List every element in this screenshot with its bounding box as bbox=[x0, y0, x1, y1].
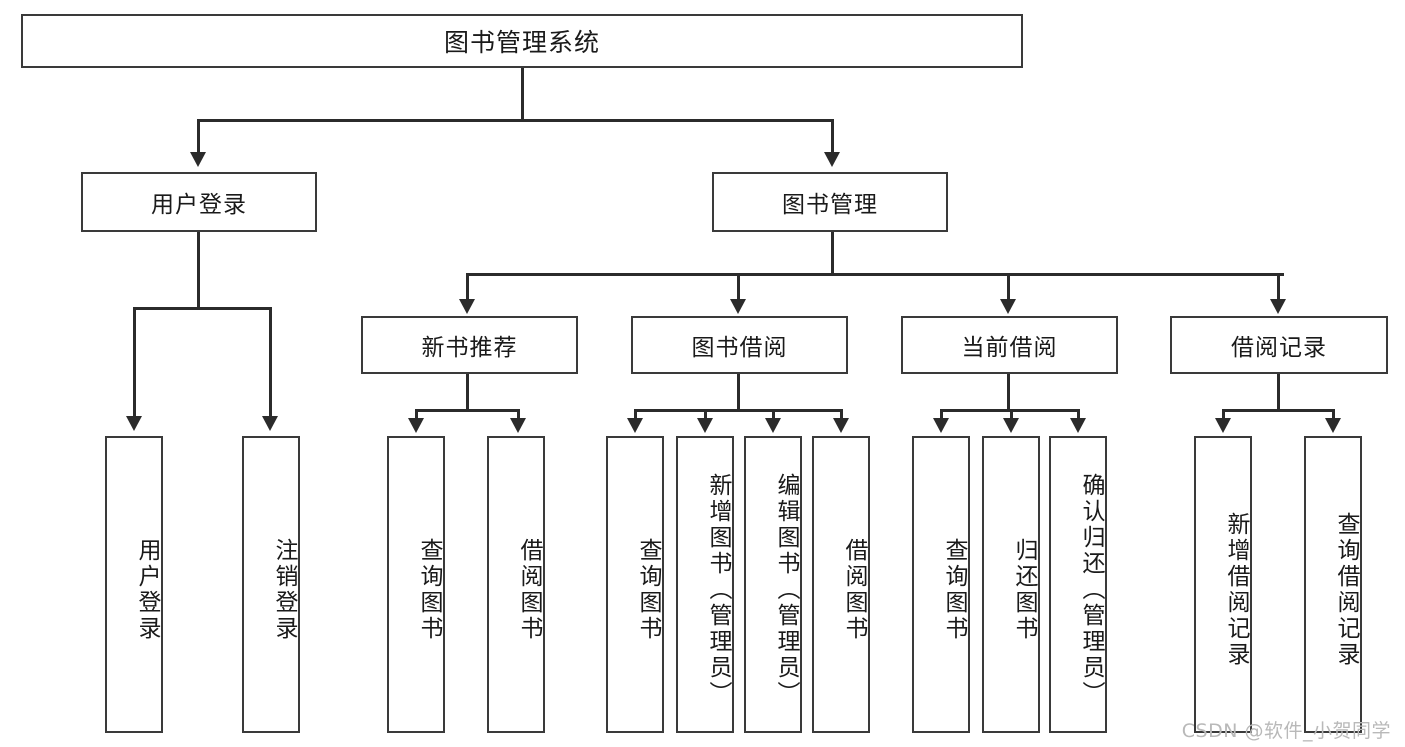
edge-book-borrow-stem bbox=[737, 374, 740, 410]
edge-borrow-records-stem bbox=[1277, 374, 1280, 410]
arrow-bb-leaf-4 bbox=[833, 418, 849, 433]
arrow-current-borrow bbox=[1000, 299, 1016, 314]
arrow-book-borrow bbox=[730, 299, 746, 314]
edge-drop-book-management bbox=[831, 119, 834, 155]
arrow-cb-leaf-3 bbox=[1070, 418, 1086, 433]
edge-drop-cb-leaf-2 bbox=[1010, 409, 1013, 421]
leaf-query-book-current[interactable]: 查询图书 bbox=[912, 436, 970, 733]
edge-drop-cb-leaf-3 bbox=[1077, 409, 1080, 421]
edge-current-borrow-bus bbox=[940, 409, 1079, 412]
edge-drop-leaf-user-login bbox=[133, 307, 136, 419]
edge-current-borrow-stem bbox=[1007, 374, 1010, 410]
leaf-add-borrow-record[interactable]: 新增借阅记录 bbox=[1194, 436, 1252, 733]
edge-borrow-records-bus bbox=[1222, 409, 1335, 412]
edge-level3-bus bbox=[466, 273, 1284, 276]
leaf-borrow-book-recommend[interactable]: 借阅图书 bbox=[487, 436, 545, 733]
arrow-br-leaf-1 bbox=[1215, 418, 1231, 433]
arrow-leaf-logout bbox=[262, 416, 278, 431]
arrow-nb-leaf-1 bbox=[408, 418, 424, 433]
node-root-book-management-system[interactable]: 图书管理系统 bbox=[21, 14, 1023, 68]
leaf-query-book-recommend[interactable]: 查询图书 bbox=[387, 436, 445, 733]
edge-drop-bb-leaf-2 bbox=[704, 409, 707, 421]
edge-level2-bus bbox=[197, 119, 833, 122]
leaf-add-book-admin[interactable]: 新增图书（管理员） bbox=[676, 436, 734, 733]
edge-user-login-stem bbox=[197, 232, 200, 308]
edge-drop-br-leaf-2 bbox=[1332, 409, 1335, 421]
arrow-leaf-user-login bbox=[126, 416, 142, 431]
leaf-user-login[interactable]: 用户登录 bbox=[105, 436, 163, 733]
edge-new-book-bus bbox=[415, 409, 519, 412]
edge-new-book-stem bbox=[466, 374, 469, 410]
node-user-login[interactable]: 用户登录 bbox=[81, 172, 317, 232]
node-current-borrow[interactable]: 当前借阅 bbox=[901, 316, 1118, 374]
edge-drop-user-login bbox=[197, 119, 200, 155]
leaf-logout[interactable]: 注销登录 bbox=[242, 436, 300, 733]
arrow-bb-leaf-1 bbox=[627, 418, 643, 433]
edge-root-stem bbox=[521, 68, 524, 120]
arrow-bb-leaf-3 bbox=[765, 418, 781, 433]
arrow-br-leaf-2 bbox=[1325, 418, 1341, 433]
edge-drop-nb-leaf-2 bbox=[517, 409, 520, 421]
edge-drop-new-book bbox=[466, 273, 469, 302]
edge-drop-bb-leaf-1 bbox=[634, 409, 637, 421]
node-borrow-records[interactable]: 借阅记录 bbox=[1170, 316, 1388, 374]
edge-book-borrow-bus bbox=[634, 409, 842, 412]
arrow-new-book-recommend bbox=[459, 299, 475, 314]
arrow-borrow-records bbox=[1270, 299, 1286, 314]
leaf-query-borrow-record[interactable]: 查询借阅记录 bbox=[1304, 436, 1362, 733]
node-book-management[interactable]: 图书管理 bbox=[712, 172, 948, 232]
edge-drop-br-leaf-1 bbox=[1222, 409, 1225, 421]
edge-drop-nb-leaf-1 bbox=[415, 409, 418, 421]
edge-drop-cb-leaf-1 bbox=[940, 409, 943, 421]
arrow-user-login bbox=[190, 152, 206, 167]
leaf-edit-book-admin[interactable]: 编辑图书（管理员） bbox=[744, 436, 802, 733]
arrow-bb-leaf-2 bbox=[697, 418, 713, 433]
leaf-query-book-borrow[interactable]: 查询图书 bbox=[606, 436, 664, 733]
leaf-confirm-return-admin[interactable]: 确认归还（管理员） bbox=[1049, 436, 1107, 733]
node-book-borrow[interactable]: 图书借阅 bbox=[631, 316, 848, 374]
leaf-borrow-book[interactable]: 借阅图书 bbox=[812, 436, 870, 733]
edge-drop-book-borrow bbox=[737, 273, 740, 302]
edge-book-management-stem bbox=[831, 232, 834, 274]
edge-drop-leaf-logout bbox=[269, 307, 272, 419]
arrow-cb-leaf-2 bbox=[1003, 418, 1019, 433]
node-new-book-recommend[interactable]: 新书推荐 bbox=[361, 316, 578, 374]
edge-drop-current-borrow bbox=[1007, 273, 1010, 302]
arrow-book-management bbox=[824, 152, 840, 167]
watermark-credit: CSDN @软件_小贺同学 bbox=[1181, 720, 1391, 742]
leaf-return-book[interactable]: 归还图书 bbox=[982, 436, 1040, 733]
arrow-nb-leaf-2 bbox=[510, 418, 526, 433]
edge-drop-bb-leaf-3 bbox=[772, 409, 775, 421]
edge-user-login-bus bbox=[133, 307, 271, 310]
arrow-cb-leaf-1 bbox=[933, 418, 949, 433]
edge-drop-bb-leaf-4 bbox=[840, 409, 843, 421]
edge-drop-borrow-records bbox=[1277, 273, 1280, 302]
